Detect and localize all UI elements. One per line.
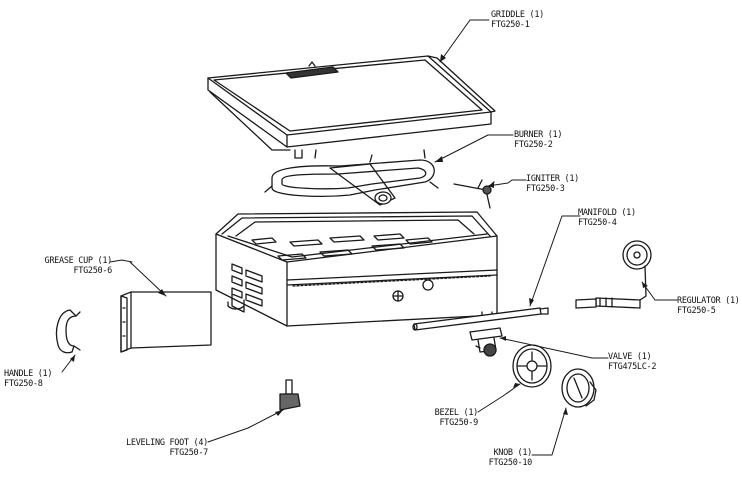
igniter-part [453, 179, 495, 209]
label-igniter: IGNITER (1) FTG250-3 [526, 174, 579, 194]
part-code: FTG475LC-2 [608, 362, 657, 372]
part-code: FTG250-7 [169, 448, 208, 458]
part-name: BURNER (1) [514, 130, 563, 140]
leveling-foot-part [279, 379, 301, 411]
grease-cup-part [120, 291, 212, 353]
part-code: FTG250-2 [514, 140, 553, 150]
part-code: FTG250-8 [4, 379, 43, 389]
part-name: LEVELING FOOT (4) [126, 438, 208, 448]
handle-part [55, 309, 81, 354]
part-code: FTG250-4 [578, 218, 617, 228]
part-code: FTG250-6 [73, 266, 112, 276]
label-knob: KNOB (1) FTG250-10 [476, 448, 533, 468]
manifold-part [412, 307, 549, 331]
part-name: MANIFOLD (1) [578, 208, 636, 218]
part-name: GREASE CUP (1) [44, 256, 113, 266]
regulator-part [575, 240, 652, 309]
part-code: FTG250-10 [488, 458, 533, 468]
label-griddle: GRIDDLE (1) FTG250-1 [491, 10, 544, 30]
part-name: VALVE (1) [608, 352, 652, 362]
part-name: IGNITER (1) [526, 174, 579, 184]
label-leveling-foot: LEVELING FOOT (4) FTG250-7 [120, 438, 208, 458]
label-regulator: REGULATOR (1) FTG250-5 [677, 296, 740, 316]
label-burner: BURNER (1) FTG250-2 [514, 130, 562, 150]
leader-lines [61, 19, 678, 456]
part-name: BEZEL (1) [434, 408, 479, 418]
part-name: HANDLE (1) [4, 369, 53, 379]
part-code: FTG250-1 [491, 20, 530, 30]
label-manifold: MANIFOLD (1) FTG250-4 [578, 208, 636, 228]
part-name: KNOB (1) [493, 448, 532, 458]
griddle-part [207, 55, 496, 159]
label-bezel: BEZEL (1) FTG250-9 [422, 408, 479, 428]
part-name: REGULATOR (1) [677, 296, 740, 306]
part-name: GRIDDLE (1) [491, 10, 544, 20]
bezel-part [512, 344, 552, 388]
firebox-part [215, 211, 498, 327]
label-grease-cup: GREASE CUP (1) FTG250-6 [40, 256, 113, 276]
part-code: FTG250-3 [526, 184, 565, 194]
part-code: FTG250-9 [439, 418, 478, 428]
label-handle: HANDLE (1) FTG250-8 [4, 369, 52, 389]
burner-part [264, 149, 439, 206]
label-valve: VALVE (1) FTG475LC-2 [608, 352, 656, 372]
knob-part [561, 368, 597, 408]
part-code: FTG250-5 [677, 306, 716, 316]
valve-part [469, 327, 503, 357]
